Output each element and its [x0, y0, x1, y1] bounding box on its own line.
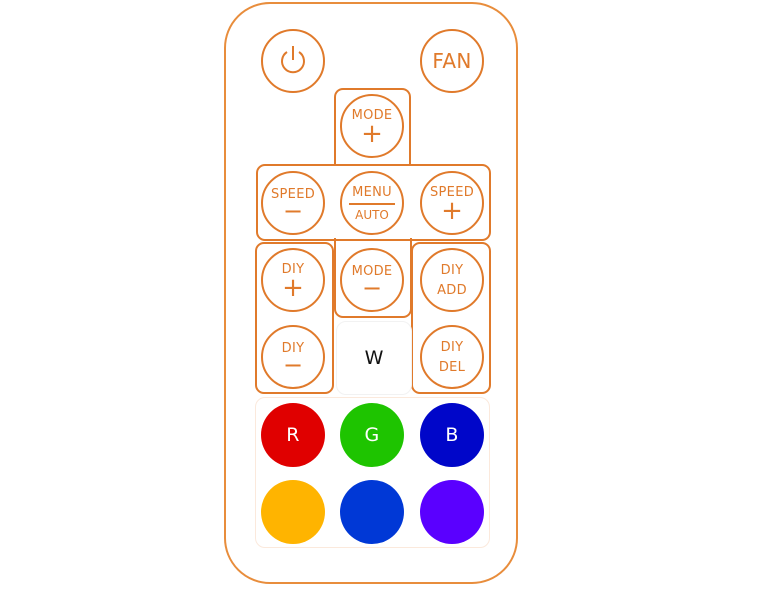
speed-minus-label: SPEED: [270, 186, 316, 202]
diy-del-top-label: DIY: [440, 339, 464, 355]
diy-add-bottom-label: ADD: [437, 282, 467, 298]
minus-icon: −: [282, 350, 304, 379]
blue-button[interactable]: B: [420, 403, 484, 467]
diy-minus-button[interactable]: DIY −: [261, 325, 325, 389]
diy-add-button[interactable]: DIY ADD: [420, 248, 484, 312]
color-panel: [255, 397, 490, 548]
royal-blue-button[interactable]: [340, 480, 404, 544]
red-label: R: [286, 424, 300, 446]
diy-del-button[interactable]: DIY DEL: [420, 325, 484, 389]
mode-minus-panel: [334, 238, 412, 318]
diy-left-panel: [255, 242, 334, 394]
power-icon: [277, 43, 309, 79]
white-label: W: [364, 347, 384, 369]
auto-label: AUTO: [355, 207, 389, 222]
mode-minus-button[interactable]: MODE −: [340, 248, 404, 312]
speed-plus-label: SPEED: [429, 184, 475, 200]
diy-add-top-label: DIY: [440, 262, 464, 278]
green-label: G: [364, 424, 380, 446]
minus-icon: −: [282, 196, 304, 225]
fan-button[interactable]: FAN: [420, 29, 484, 93]
mode-plus-panel: [334, 88, 411, 166]
menu-divider: [349, 202, 395, 205]
diy-del-bottom-label: DEL: [438, 359, 466, 375]
speed-plus-button[interactable]: SPEED +: [420, 171, 484, 235]
speed-minus-button[interactable]: SPEED −: [261, 171, 325, 235]
menu-label: MENU: [352, 184, 392, 200]
mode-plus-button[interactable]: MODE +: [340, 94, 404, 158]
fan-label: FAN: [432, 49, 472, 73]
diy-plus-button[interactable]: DIY +: [261, 248, 325, 312]
mode-plus-label: MODE: [351, 107, 393, 123]
minus-icon: −: [361, 273, 383, 302]
menu-auto-button[interactable]: MENU AUTO: [340, 171, 404, 235]
green-button[interactable]: G: [340, 403, 404, 467]
red-button[interactable]: R: [261, 403, 325, 467]
diy-minus-label: DIY: [281, 340, 305, 356]
blue-label: B: [445, 424, 459, 446]
power-button[interactable]: [261, 29, 325, 93]
remote-body: [224, 2, 518, 584]
speed-row-panel: [256, 164, 491, 241]
plus-icon: +: [441, 195, 463, 226]
white-button[interactable]: W: [336, 321, 412, 395]
plus-icon: +: [361, 118, 383, 149]
diy-plus-label: DIY: [281, 261, 305, 277]
violet-button[interactable]: [420, 480, 484, 544]
amber-button[interactable]: [261, 480, 325, 544]
diy-right-panel: [411, 242, 491, 394]
mode-minus-label: MODE: [351, 263, 393, 279]
plus-icon: +: [282, 272, 304, 303]
